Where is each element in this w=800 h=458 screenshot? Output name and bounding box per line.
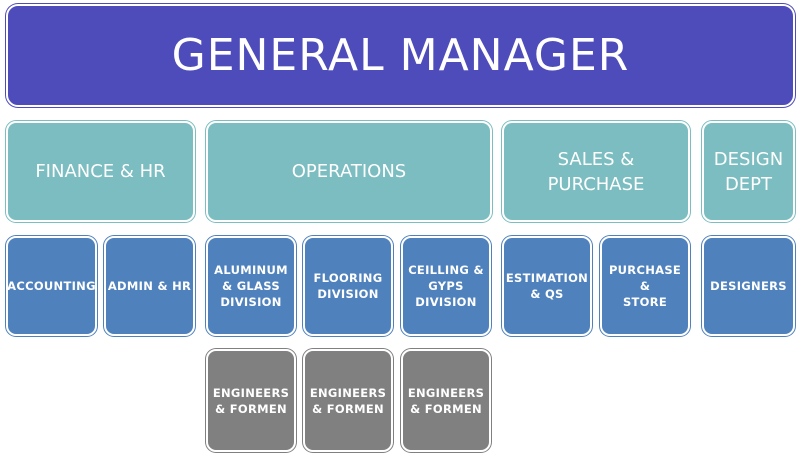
unit-estimation-qs: ESTIMATION & QS <box>502 236 592 336</box>
crew-flooring: ENGINEERS & FORMEN <box>303 349 393 452</box>
crew-aluminum: ENGINEERS & FORMEN <box>206 349 296 452</box>
unit-aluminum-glass: ALUMINUM & GLASS DIVISION <box>206 236 296 336</box>
unit-designers: DESIGNERS <box>702 236 795 336</box>
unit-purchase-store: PURCHASE & STORE <box>600 236 690 336</box>
dept-sales-purchase: SALES & PURCHASE <box>502 121 690 222</box>
unit-admin-hr: ADMIN & HR <box>104 236 195 336</box>
crew-ceiling: ENGINEERS & FORMEN <box>401 349 491 452</box>
dept-design: DESIGN DEPT <box>702 121 795 222</box>
general-manager-box: GENERAL MANAGER <box>6 4 795 107</box>
unit-ceiling-gyps: CEILLING & GYPS DIVISION <box>401 236 491 336</box>
dept-finance-hr: FINANCE & HR <box>6 121 195 222</box>
unit-flooring: FLOORING DIVISION <box>303 236 393 336</box>
unit-accounting: ACCOUNTING <box>6 236 97 336</box>
dept-operations: OPERATIONS <box>206 121 492 222</box>
